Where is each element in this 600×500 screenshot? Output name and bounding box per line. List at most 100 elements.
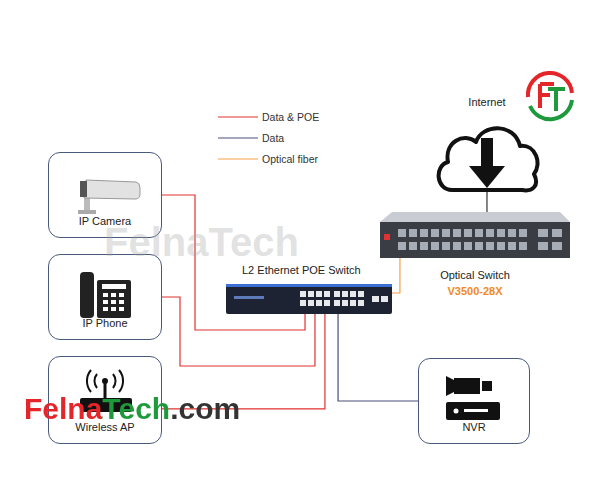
port (519, 242, 527, 250)
port (442, 229, 450, 237)
key (111, 293, 116, 297)
port (420, 229, 428, 237)
key (119, 293, 124, 297)
phone-handset (80, 272, 94, 318)
fiber-ports (398, 229, 562, 250)
legend-swatch (218, 154, 258, 164)
port (508, 229, 516, 237)
port (508, 242, 516, 250)
nvr-camera-lens (446, 376, 454, 396)
ap-antenna-tip (102, 378, 108, 384)
key (111, 300, 116, 304)
device-box: Wireless AP (48, 356, 162, 444)
legend-text: Optical fiber (262, 153, 318, 165)
device-top (380, 212, 570, 222)
port (464, 242, 472, 250)
port (316, 291, 322, 297)
brand-logo (528, 73, 572, 119)
node-label: IP Phone (49, 317, 161, 330)
status-leds (234, 296, 264, 299)
port (300, 300, 306, 306)
logo-arc-green (530, 100, 572, 119)
legend-swatch (218, 112, 258, 122)
ap-body (80, 398, 132, 412)
port (350, 291, 356, 297)
camera-icon (78, 180, 140, 214)
brand-mark (384, 234, 390, 240)
cloud-outline (439, 128, 538, 190)
node-label: Optical Switch (380, 269, 570, 282)
poe-switch: L2 Ethernet POE Switch (226, 284, 392, 314)
port (358, 291, 364, 297)
phone-icon (80, 272, 131, 318)
camera-mount (84, 197, 90, 211)
port (475, 229, 483, 237)
swatch-line (218, 137, 258, 138)
key (119, 307, 124, 311)
device-box: IP Camera (48, 152, 162, 238)
ap-antenna (104, 382, 107, 398)
port (538, 242, 548, 250)
internet-cloud: Internet (432, 120, 542, 192)
port (409, 242, 417, 250)
device-box: IP Phone (48, 254, 162, 340)
swatch-line (218, 116, 258, 117)
legend-entry: Data & POE (218, 109, 319, 125)
node-label: Internet (432, 96, 542, 109)
port (398, 242, 406, 250)
port (316, 300, 322, 306)
port (497, 242, 505, 250)
port (342, 291, 348, 297)
download-arrow (469, 138, 505, 188)
port (381, 296, 388, 302)
port (552, 242, 562, 250)
port (358, 300, 364, 306)
poe-switch-device (226, 284, 392, 306)
nvr-slot (464, 409, 488, 412)
port (431, 242, 439, 250)
swatch-line (218, 158, 258, 159)
phone-display (102, 284, 126, 289)
ethernet-ports (300, 291, 388, 306)
device-top-strip (226, 284, 392, 287)
legend-text: Data (262, 132, 284, 144)
key (103, 307, 108, 311)
network-link (162, 195, 305, 330)
node-outline (432, 120, 542, 192)
network-link (162, 314, 325, 409)
node-label: NVR (419, 421, 529, 434)
node-label: V3500-28X (380, 285, 570, 298)
legend-swatch (218, 133, 258, 143)
node-label: IP Camera (49, 215, 161, 228)
logo-letter-t (548, 89, 565, 111)
access-point-icon (80, 370, 132, 412)
arrow-stem (481, 138, 493, 168)
port (398, 229, 406, 237)
logo-letter-f (540, 84, 554, 108)
network-link (486, 192, 487, 222)
port (334, 291, 340, 297)
port (324, 291, 330, 297)
node-label: Wireless AP (49, 421, 161, 434)
port (464, 229, 472, 237)
camera-body (84, 180, 140, 199)
port (538, 229, 548, 237)
port (372, 296, 379, 302)
port (350, 300, 356, 306)
legend-entry: Data (218, 130, 284, 146)
key (111, 307, 116, 311)
port (308, 300, 314, 306)
port (431, 229, 439, 237)
phone-keypad (103, 293, 124, 311)
port (475, 242, 483, 250)
port (519, 229, 527, 237)
logo-arc-red (528, 73, 572, 97)
nvr-recorder (446, 402, 500, 420)
phone-base (97, 280, 131, 318)
key (103, 300, 108, 304)
port (552, 229, 562, 237)
network-link (392, 258, 400, 293)
key (103, 293, 108, 297)
